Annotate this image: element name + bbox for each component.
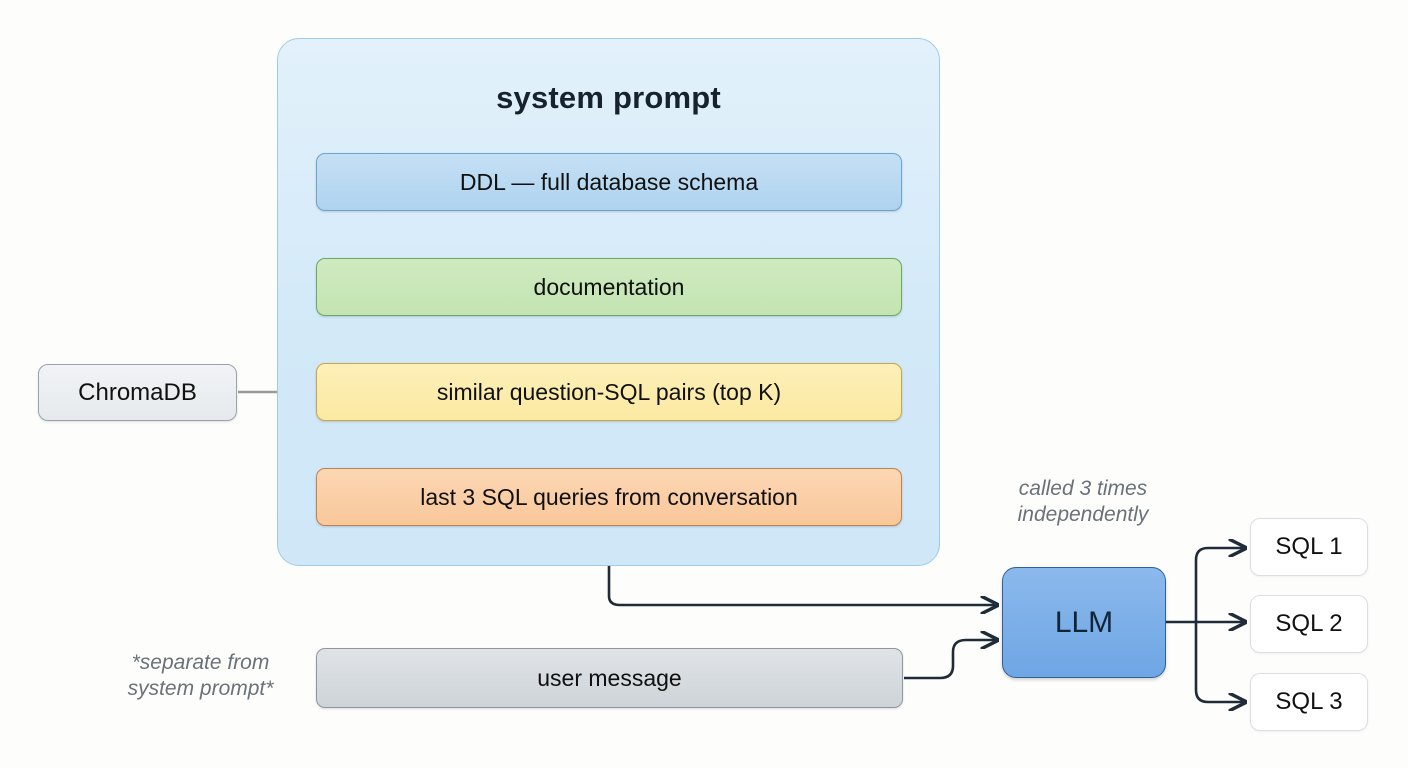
connector-llm-to-sql-1 bbox=[1194, 548, 1245, 622]
llm-node: LLM bbox=[1002, 567, 1166, 678]
annotation-called-3-times: called 3 times independently bbox=[1017, 477, 1149, 526]
system-prompt-item-similar-question-sql-pairs: similar question-SQL pairs (top K) bbox=[316, 363, 902, 421]
system-prompt-title: system prompt bbox=[496, 80, 721, 115]
output-sql-2: SQL 2 bbox=[1250, 595, 1368, 653]
user-message-node: user message bbox=[316, 648, 903, 708]
connector-user-message-to-llm bbox=[904, 640, 997, 680]
system-prompt-item-documentation: documentation bbox=[316, 258, 902, 316]
annotation-separate-from-system-prompt: *separate from system prompt* bbox=[127, 651, 274, 700]
connector-system-prompt-to-llm bbox=[607, 566, 997, 605]
system-prompt-item-ddl: DDL — full database schema bbox=[316, 153, 902, 211]
connector-llm-to-sql-3 bbox=[1194, 622, 1245, 702]
output-sql-3: SQL 3 bbox=[1250, 673, 1368, 731]
output-sql-1: SQL 1 bbox=[1250, 518, 1368, 576]
system-prompt-item-last-sql-queries: last 3 SQL queries from conversation bbox=[316, 468, 902, 526]
chromadb-node: ChromaDB bbox=[38, 364, 237, 421]
